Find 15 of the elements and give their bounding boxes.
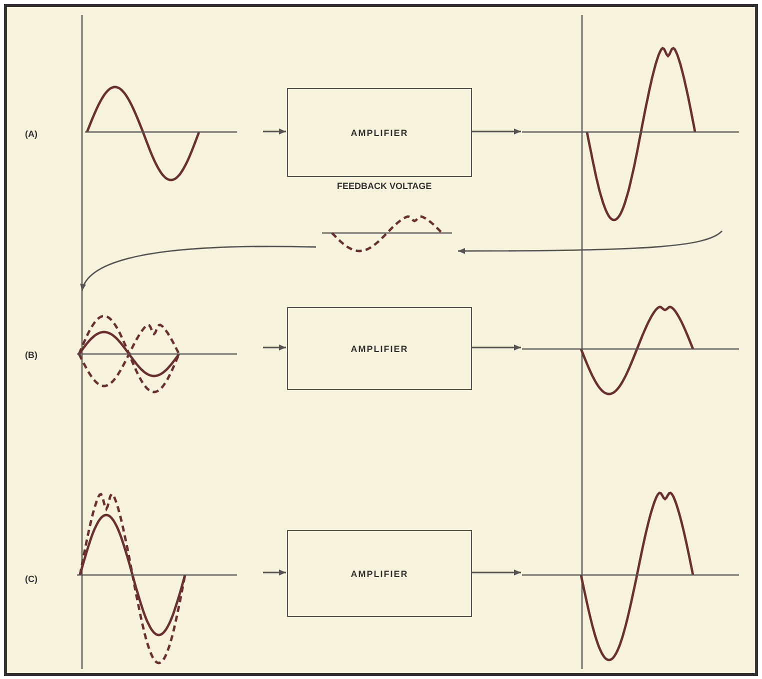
arrow bbox=[470, 128, 521, 134]
arrow bbox=[263, 570, 286, 576]
arrow bbox=[458, 230, 722, 254]
arrow bbox=[263, 344, 286, 350]
panel-label: (A) bbox=[25, 129, 38, 139]
amplifier-box: AMPLIFIER bbox=[287, 307, 472, 390]
arrow bbox=[470, 344, 521, 350]
feedback-label: FEEDBACK VOLTAGE bbox=[337, 181, 432, 191]
arrow bbox=[81, 246, 316, 292]
panel-label: (B) bbox=[25, 350, 38, 360]
arrow bbox=[470, 570, 521, 576]
panel-label: (C) bbox=[25, 574, 38, 584]
arrow bbox=[263, 128, 286, 134]
amplifier-box: AMPLIFIER bbox=[287, 530, 472, 617]
amplifier-box: AMPLIFIER bbox=[287, 88, 472, 177]
